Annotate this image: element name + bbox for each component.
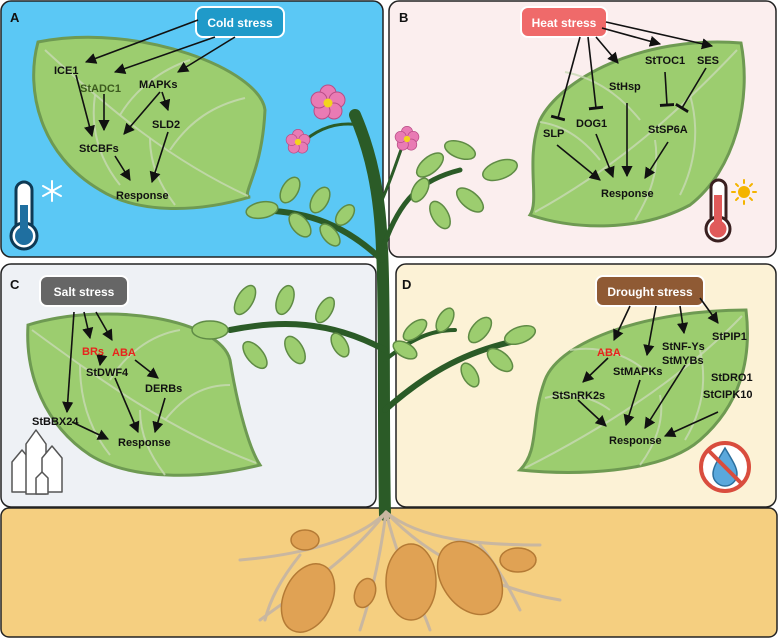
node-stadc1: StADC1: [80, 83, 121, 95]
node-stdro1: StDRO1: [711, 372, 753, 384]
node-stsnrk2s: StSnRK2s: [552, 390, 605, 402]
no-water-icon: [699, 441, 751, 493]
node-stdwf4: StDWF4: [86, 367, 129, 379]
node-c-response: Response: [118, 437, 171, 449]
node-sttoc1: StTOC1: [645, 55, 685, 67]
node-stmapks: StMAPKs: [613, 366, 663, 378]
badge-heat-label: Heat stress: [532, 16, 597, 30]
plant-stem: [227, 109, 523, 521]
node-stpip1: StPIP1: [712, 331, 747, 343]
panel-c-letter: C: [10, 277, 20, 292]
sun-icon: [731, 179, 757, 205]
panel-b-arrows: [550, 21, 714, 181]
node-stsp6a: StSP6A: [648, 124, 688, 136]
node-b-response: Response: [601, 188, 654, 200]
node-mapks: MAPKs: [139, 79, 178, 91]
salt-crystal-icon: [11, 429, 63, 495]
node-stbbx24: StBBX24: [32, 416, 79, 428]
badge-drought-stress: Drought stress: [595, 275, 705, 307]
potato-tuber-icon: [280, 529, 537, 633]
node-d-aba: ABA: [597, 347, 621, 359]
node-stcbfs: StCBFs: [79, 143, 119, 155]
thermometer-hot-icon: [704, 178, 732, 243]
node-a-response: Response: [116, 190, 169, 202]
thermometer-cold-icon: [9, 180, 39, 251]
node-stcipk10: StCIPK10: [703, 389, 753, 401]
panel-d-letter: D: [402, 277, 411, 292]
flower-icon: [285, 84, 420, 154]
panel-a-arrows: [75, 19, 236, 184]
leaf-c: [26, 312, 263, 477]
node-dog1: DOG1: [576, 118, 607, 130]
leaf-a: [32, 35, 267, 211]
panel-b-letter: B: [399, 10, 408, 25]
node-stnfys: StNF-Ys: [662, 341, 705, 353]
badge-cold-label: Cold stress: [207, 16, 273, 30]
node-derbs: DERBs: [145, 383, 182, 395]
node-stmybs: StMYBs: [662, 355, 704, 367]
small-leaflets: [191, 139, 537, 388]
snowflake-icon: [42, 180, 62, 202]
node-sthsp: StHsp: [609, 81, 641, 93]
badge-heat-stress: Heat stress: [520, 6, 608, 38]
badge-salt-label: Salt stress: [54, 285, 115, 299]
leaf-d: [516, 308, 749, 474]
node-d-response: Response: [609, 435, 662, 447]
node-ses: SES: [697, 55, 719, 67]
badge-cold-stress: Cold stress: [195, 6, 285, 38]
node-ice1: ICE1: [54, 65, 78, 77]
node-c-aba: ABA: [112, 347, 136, 359]
badge-salt-stress: Salt stress: [39, 275, 129, 307]
badge-drought-label: Drought stress: [607, 285, 693, 299]
node-slp: SLP: [543, 128, 564, 140]
node-sld2: SLD2: [152, 119, 180, 131]
panel-a-letter: A: [10, 10, 20, 25]
panel-c-arrows: [62, 311, 166, 440]
panel-d-arrows: [577, 297, 719, 437]
node-c-brs: BRs: [82, 346, 104, 358]
